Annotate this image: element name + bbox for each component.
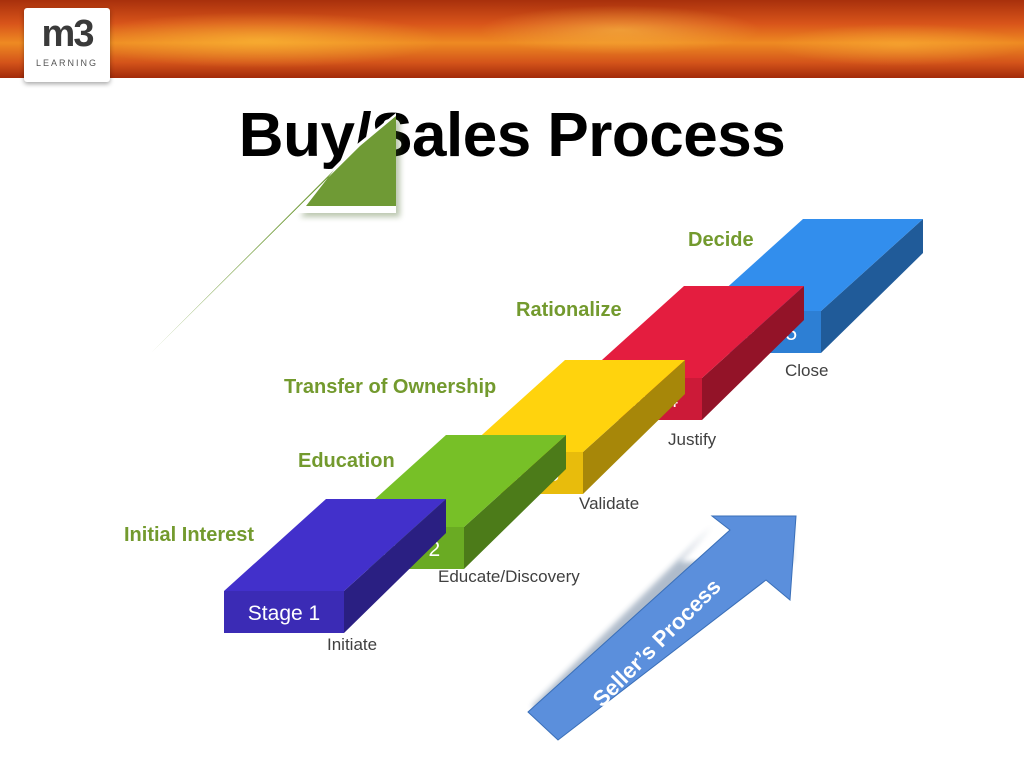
sellers-process-arrow: Seller’s Process	[527, 515, 797, 741]
buyer-step-1: Initial Interest	[124, 524, 254, 546]
stage-side-face	[344, 499, 446, 633]
buyers-process-arrow-shape	[126, 116, 396, 378]
seller-step-labels: Initiate Educate/Discovery Validate Just…	[327, 361, 828, 654]
stage-side-face	[464, 435, 566, 569]
stage-top-face	[463, 360, 685, 452]
stage-top-face	[582, 286, 804, 378]
stage-side-face	[821, 219, 923, 353]
stage-top-face	[224, 499, 446, 591]
seller-step-3: Validate	[579, 494, 639, 513]
logo-subtext: LEARNING	[35, 58, 98, 68]
stage-label: Stage 1	[248, 602, 320, 625]
buyer-step-labels: Initial Interest Education Transfer of O…	[124, 229, 754, 546]
buyer-step-3: Transfer of Ownership	[284, 376, 496, 398]
stage-block-1: Stage 1	[224, 499, 446, 633]
stage-blocks: Stage 5Stage 4Stage 3Stage 2Stage 1	[224, 219, 923, 633]
seller-step-2: Educate/Discovery	[438, 567, 580, 586]
seller-step-4: Justify	[668, 430, 717, 449]
stage-side-face	[583, 360, 685, 494]
sellers-process-arrow-shape	[527, 515, 797, 741]
logo-mark: m3	[41, 13, 95, 55]
slide-title: Buy/Sales Process	[238, 101, 786, 170]
stage-side-face	[702, 286, 804, 420]
buyer-step-5: Decide	[688, 229, 754, 251]
buyers-process-label: Buyer’s Process	[187, 253, 327, 393]
stage-front-face	[224, 591, 344, 633]
buyer-step-2: Education	[298, 450, 395, 472]
header-banner	[0, 0, 1024, 78]
seller-step-1: Initiate	[327, 635, 377, 654]
seller-step-5: Close	[785, 361, 828, 380]
m3-learning-logo: m3 LEARNING	[24, 8, 110, 82]
buyers-process-arrow: Buyer’s Process	[124, 113, 400, 393]
buyer-step-4: Rationalize	[516, 299, 622, 321]
